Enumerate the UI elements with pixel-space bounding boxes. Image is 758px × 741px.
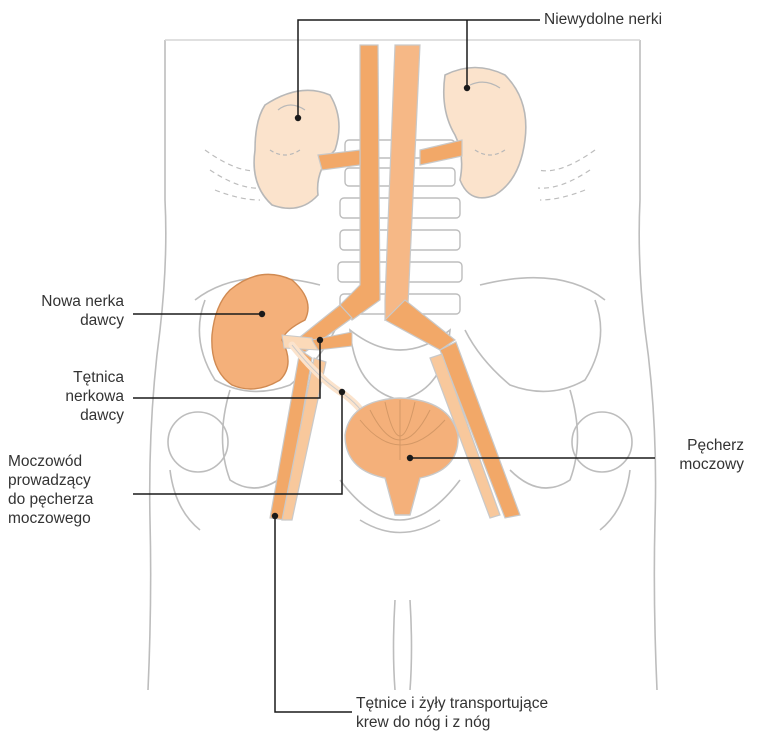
failed-kidney-right [444,68,526,198]
label-ureter-line-4: moczowego [8,509,93,528]
label-failed-kidneys-text: Niewydolne nerki [544,11,662,28]
label-ureter-line-2: prowadzący [8,471,93,490]
label-bladder-line-1: Pęcherz [679,436,744,455]
bladder [345,398,458,515]
label-new-kidney: Nowa nerka dawcy [41,292,124,330]
label-new-kidney-line-1: Nowa nerka [41,292,124,311]
label-donor-artery-line-1: Tętnica [65,368,124,387]
label-donor-artery: Tętnica nerkowa dawcy [65,368,124,425]
label-ureter-line-3: do pęcherza [8,490,93,509]
label-bladder: Pęcherz moczowy [679,436,744,474]
leader-leg-vessels [275,516,352,712]
label-ureter: Moczowód prowadzący do pęcherza moczoweg… [8,452,93,528]
label-leg-vessels: Tętnice i żyły transportujące krew do nó… [356,694,548,732]
failed-kidney-left [254,90,339,208]
label-bladder-line-2: moczowy [679,455,744,474]
new-donor-kidney [212,274,308,389]
label-new-kidney-line-2: dawcy [41,311,124,330]
label-leg-vessels-line-1: Tętnice i żyły transportujące [356,694,548,713]
label-ureter-line-1: Moczowód [8,452,93,471]
label-leg-vessels-line-2: krew do nóg i z nóg [356,713,548,732]
label-failed-kidneys: Niewydolne nerki [544,10,662,29]
label-donor-artery-line-2: nerkowa [65,387,124,406]
label-donor-artery-line-3: dawcy [65,406,124,425]
